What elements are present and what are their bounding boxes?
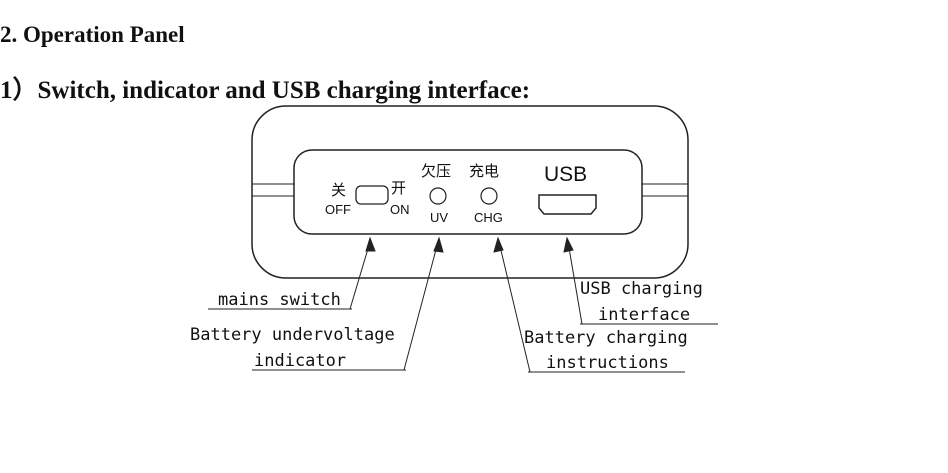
undervoltage-indicator: [429, 187, 447, 205]
callout-charging-line2: instructions: [546, 353, 669, 373]
callout-underlines: [208, 308, 718, 373]
uv-label-cn: 欠压: [421, 162, 451, 180]
uv-label-en: UV: [430, 210, 448, 225]
arrowhead-undervoltage: [433, 236, 444, 253]
arrowhead-mains-switch: [365, 236, 376, 252]
control-panel: [293, 149, 643, 235]
callout-mains-switch: mains switch: [218, 290, 341, 310]
subsection-heading: 1）Switch, indicator and USB charging int…: [0, 77, 531, 104]
arrowhead-charging: [493, 236, 504, 253]
switch-off-en: OFF: [325, 202, 351, 217]
section-heading: 2. Operation Panel: [0, 22, 185, 47]
switch-off-cn: 关: [331, 181, 346, 199]
arrow-charging: [498, 241, 531, 373]
chg-label-en: CHG: [474, 210, 503, 225]
callout-arrows: [349, 236, 583, 373]
callout-undervoltage-line1: Battery undervoltage: [190, 325, 395, 345]
switch-on-en: ON: [390, 202, 410, 217]
device-outline: [251, 105, 689, 279]
usb-label: USB: [544, 163, 587, 186]
arrow-undervoltage: [403, 241, 439, 371]
switch-on-cn: 开: [391, 179, 406, 197]
mains-switch[interactable]: [355, 185, 389, 205]
callout-undervoltage-line2: indicator: [254, 351, 346, 371]
usb-port[interactable]: [538, 194, 597, 215]
arrow-usb: [567, 241, 583, 325]
callout-charging-line1: Battery charging: [524, 328, 688, 348]
callout-usb-line2: interface: [598, 305, 690, 325]
charging-indicator: [480, 187, 498, 205]
chg-label-cn: 充电: [469, 162, 499, 180]
callout-usb-line1: USB charging: [580, 279, 703, 299]
arrowhead-usb: [563, 236, 574, 253]
arrow-mains-switch: [349, 241, 371, 310]
